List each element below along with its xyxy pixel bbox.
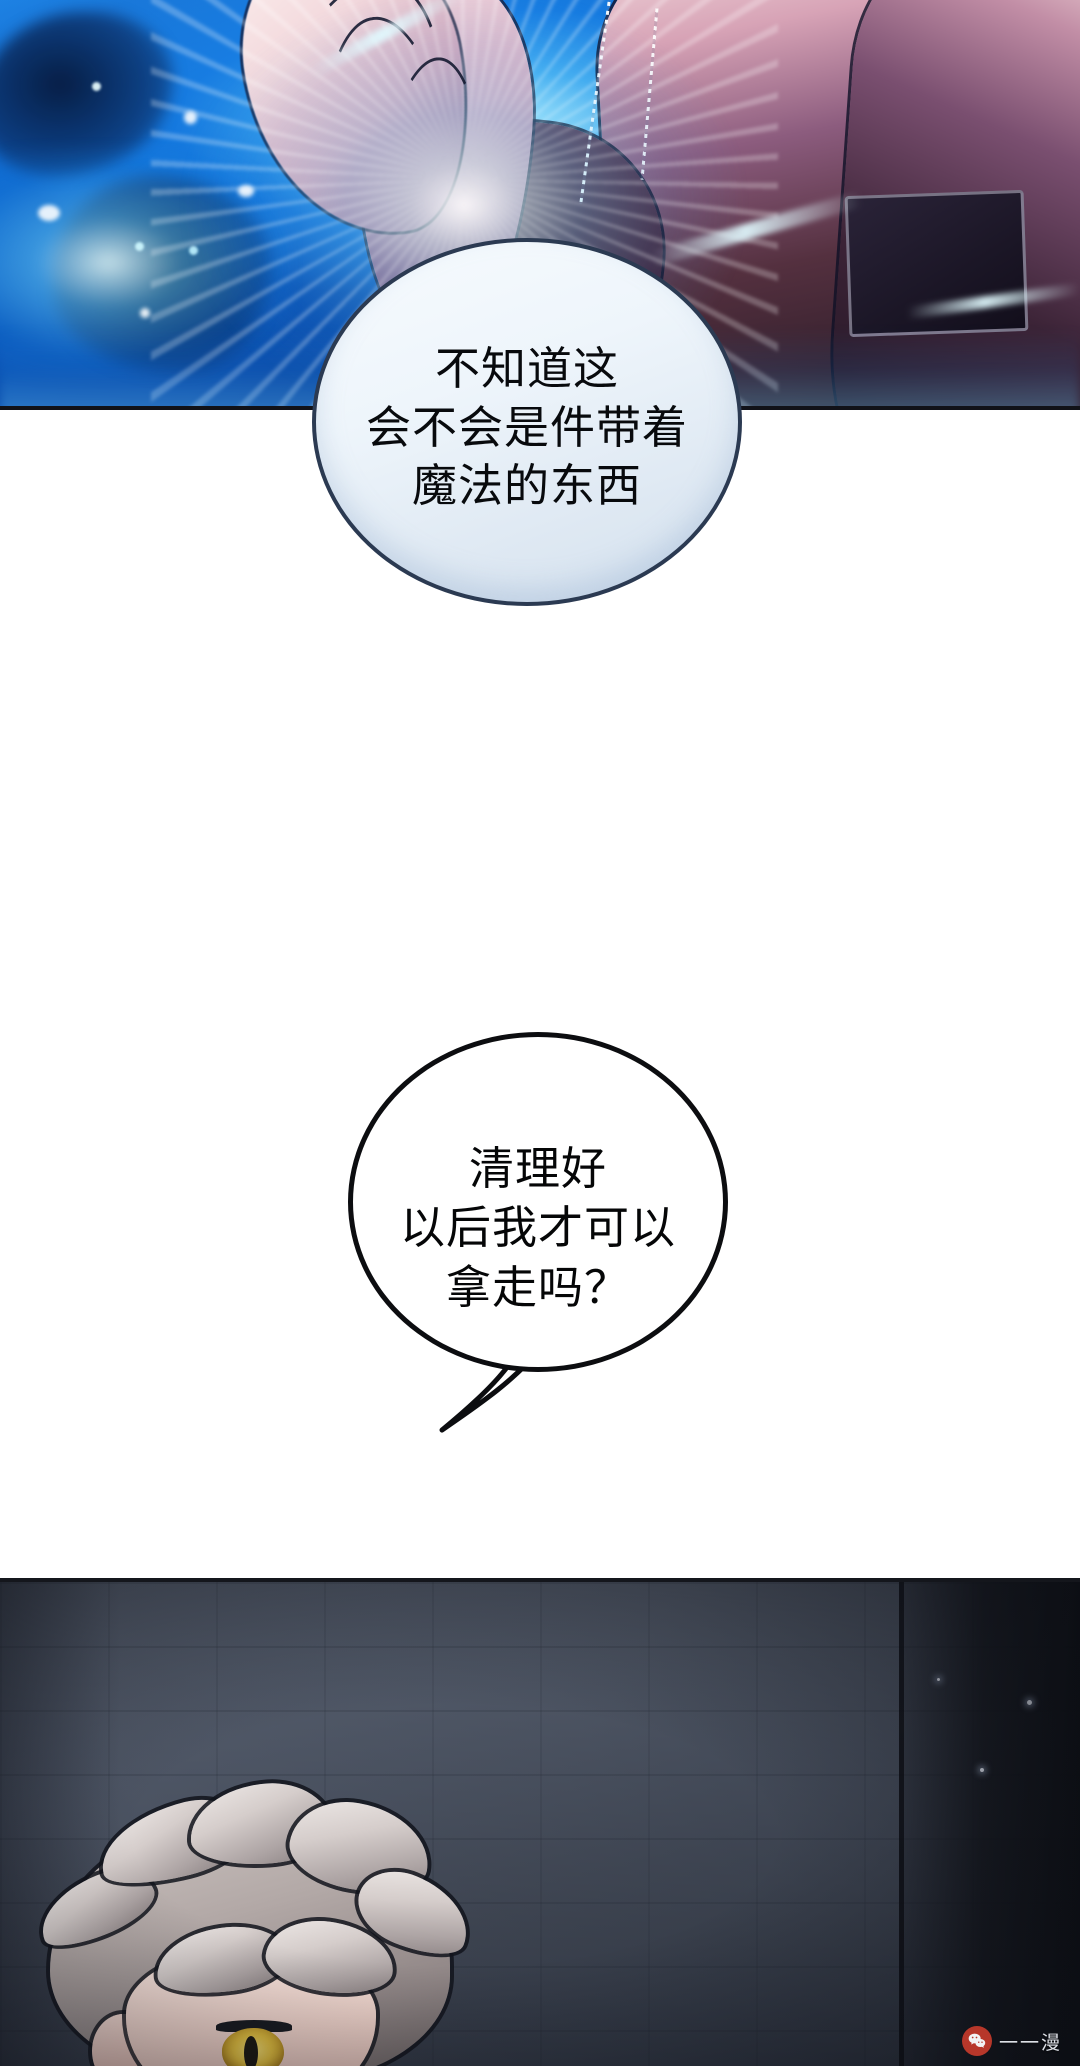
wechat-icon — [961, 2026, 992, 2056]
speech-bubble-2: 清理好 以后我才可以 拿走吗？ — [348, 1032, 728, 1372]
watermark: 一一漫 — [961, 2026, 1062, 2056]
speech-bubble-1: 不知道这 会不会是件带着 魔法的东西 — [312, 238, 742, 606]
panel-bottom-interior: 一一漫 — [0, 1578, 1080, 2066]
spark-4 — [37, 205, 60, 221]
speech-bubble-1-text: 不知道这 会不会是件带着 魔法的东西 — [365, 343, 688, 512]
speech-bubble-2-text: 清理好 以后我才可以 拿走吗？ — [399, 1142, 676, 1313]
spark-1 — [183, 110, 197, 124]
watermark-label: 一一漫 — [998, 2032, 1062, 2054]
spark-3 — [140, 307, 151, 318]
spark-2 — [237, 184, 254, 197]
panel-vignette — [0, 1582, 1080, 2066]
